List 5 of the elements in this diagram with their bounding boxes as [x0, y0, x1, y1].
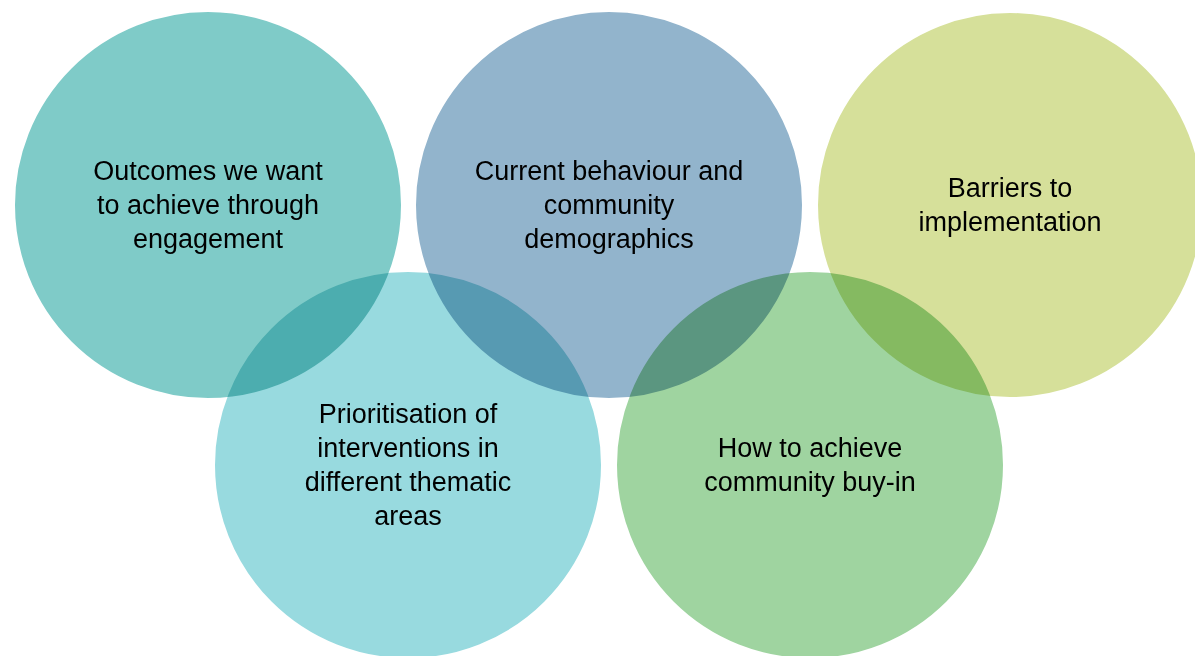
circle-label: How to achieve community buy-in [703, 432, 917, 499]
circle-label: Current behaviour and community demographics [474, 155, 744, 256]
circle-label: Outcomes we want to achieve through engagement [92, 155, 324, 256]
circle-label: Barriers to implementation [917, 172, 1103, 239]
circle-label: Prioritisation of interventions in different thematic areas [303, 398, 513, 533]
